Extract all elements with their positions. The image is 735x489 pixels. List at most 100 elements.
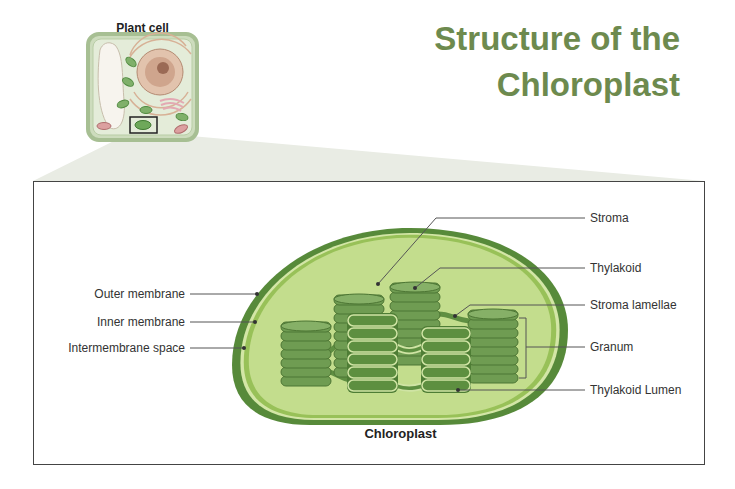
thylakoid-disc bbox=[334, 340, 384, 350]
thylakoid-disc bbox=[334, 295, 384, 305]
thylakoid-disc bbox=[468, 373, 518, 383]
granum-top bbox=[281, 321, 331, 331]
stroma-lamella bbox=[396, 386, 423, 388]
thylakoid-disc bbox=[390, 283, 440, 293]
stroma-lamella bbox=[396, 347, 423, 351]
leader-dot bbox=[242, 346, 246, 350]
leader-line bbox=[455, 305, 585, 316]
chloroplast-node: Chloroplast bbox=[228, 224, 573, 446]
thylakoid bbox=[422, 354, 470, 365]
thylakoid bbox=[348, 354, 397, 365]
part-label: Thylakoid Lumen bbox=[590, 382, 681, 398]
granum-top bbox=[334, 294, 384, 304]
mitochondrion bbox=[97, 123, 111, 130]
thylakoid-disc bbox=[468, 364, 518, 374]
part-label: Granum bbox=[590, 339, 633, 355]
leader-line bbox=[190, 294, 257, 295]
thylakoid bbox=[422, 380, 470, 391]
thylakoid-disc bbox=[334, 367, 384, 377]
node-title: Plant cell bbox=[85, 20, 200, 36]
thylakoid-disc bbox=[390, 301, 440, 311]
outer-membrane-shape bbox=[232, 228, 568, 425]
intermembrane-space-shape bbox=[240, 233, 559, 420]
thylakoid-disc bbox=[334, 322, 384, 332]
mitochondrion bbox=[173, 123, 189, 135]
granum-top bbox=[390, 282, 440, 292]
thylakoid bbox=[348, 315, 397, 326]
part-label: Inner membrane bbox=[20, 314, 185, 330]
cell-internals bbox=[97, 33, 191, 135]
part-label: Thylakoid bbox=[590, 260, 641, 276]
cell-wall bbox=[88, 34, 197, 140]
granum-stack bbox=[334, 294, 384, 377]
golgi-body bbox=[160, 99, 184, 103]
zoomed-chloroplast bbox=[135, 121, 151, 130]
nucleolus bbox=[157, 62, 169, 74]
small-chloroplast bbox=[121, 76, 135, 88]
leader-line bbox=[526, 347, 585, 348]
thylakoid-disc bbox=[468, 328, 518, 338]
granum-stack bbox=[281, 321, 331, 386]
stroma-lamella bbox=[330, 372, 350, 380]
granum-stack bbox=[468, 309, 518, 383]
diagram-title: Structure of the Chloroplast bbox=[420, 16, 680, 108]
thylakoid-disc bbox=[468, 310, 518, 320]
thylakoid-disc bbox=[390, 292, 440, 302]
endoplasmic-reticulum bbox=[130, 33, 186, 55]
leader-line bbox=[415, 268, 585, 288]
thylakoid-disc bbox=[334, 358, 384, 368]
small-chloroplast bbox=[124, 55, 138, 68]
thylakoid bbox=[348, 341, 397, 352]
thylakoid-disc bbox=[468, 346, 518, 356]
leader-dot bbox=[453, 314, 457, 318]
endoplasmic-reticulum bbox=[127, 39, 191, 63]
thylakoid-disc bbox=[281, 322, 331, 332]
leader-lines bbox=[190, 218, 585, 392]
part-label: Stroma lamellae bbox=[590, 297, 677, 313]
nucleus-inner bbox=[145, 57, 175, 87]
stroma-lamella bbox=[396, 347, 423, 351]
thylakoid-disc bbox=[334, 331, 384, 341]
stroma-lamella bbox=[382, 325, 392, 330]
thylakoid-disc bbox=[334, 313, 384, 323]
thylakoid bbox=[348, 367, 397, 378]
thylakoid-disc bbox=[281, 340, 331, 350]
leader-dot bbox=[413, 286, 417, 290]
thylakoid-disc bbox=[390, 337, 440, 347]
endoplasmic-reticulum bbox=[130, 99, 191, 115]
part-label: Intermembrane space bbox=[20, 340, 185, 356]
granum-front bbox=[347, 313, 398, 393]
granum-body bbox=[421, 326, 471, 393]
stroma-lamella bbox=[328, 345, 338, 352]
small-chloroplast bbox=[140, 107, 152, 114]
stroma-lamella bbox=[436, 314, 470, 321]
small-chloroplast bbox=[175, 113, 188, 122]
thylakoid-disc bbox=[390, 310, 440, 320]
thylakoid-disc bbox=[281, 358, 331, 368]
cell-node: Plant cell bbox=[85, 14, 200, 144]
thylakoid bbox=[422, 328, 470, 339]
leader-line bbox=[519, 318, 526, 378]
thylakoid-disc bbox=[390, 328, 440, 338]
thylakoid-disc bbox=[390, 346, 440, 356]
golgi-body bbox=[161, 103, 183, 107]
leader-line bbox=[190, 322, 255, 323]
thylakoid-disc bbox=[281, 367, 331, 377]
zoom-box bbox=[130, 117, 157, 133]
thylakoid-disc bbox=[281, 349, 331, 359]
stroma-shape bbox=[249, 238, 551, 415]
granum-stack bbox=[390, 282, 440, 365]
leader-dot bbox=[253, 320, 257, 324]
vacuole bbox=[98, 43, 124, 129]
thylakoid-disc bbox=[390, 355, 440, 365]
stroma-lamella bbox=[396, 386, 423, 388]
thylakoid bbox=[348, 328, 397, 339]
small-chloroplast bbox=[116, 99, 130, 110]
thylakoid-disc bbox=[468, 319, 518, 329]
thylakoid-disc bbox=[281, 376, 331, 386]
golgi-body bbox=[163, 107, 181, 111]
thylakoid bbox=[348, 380, 397, 391]
leader-line bbox=[458, 390, 585, 391]
